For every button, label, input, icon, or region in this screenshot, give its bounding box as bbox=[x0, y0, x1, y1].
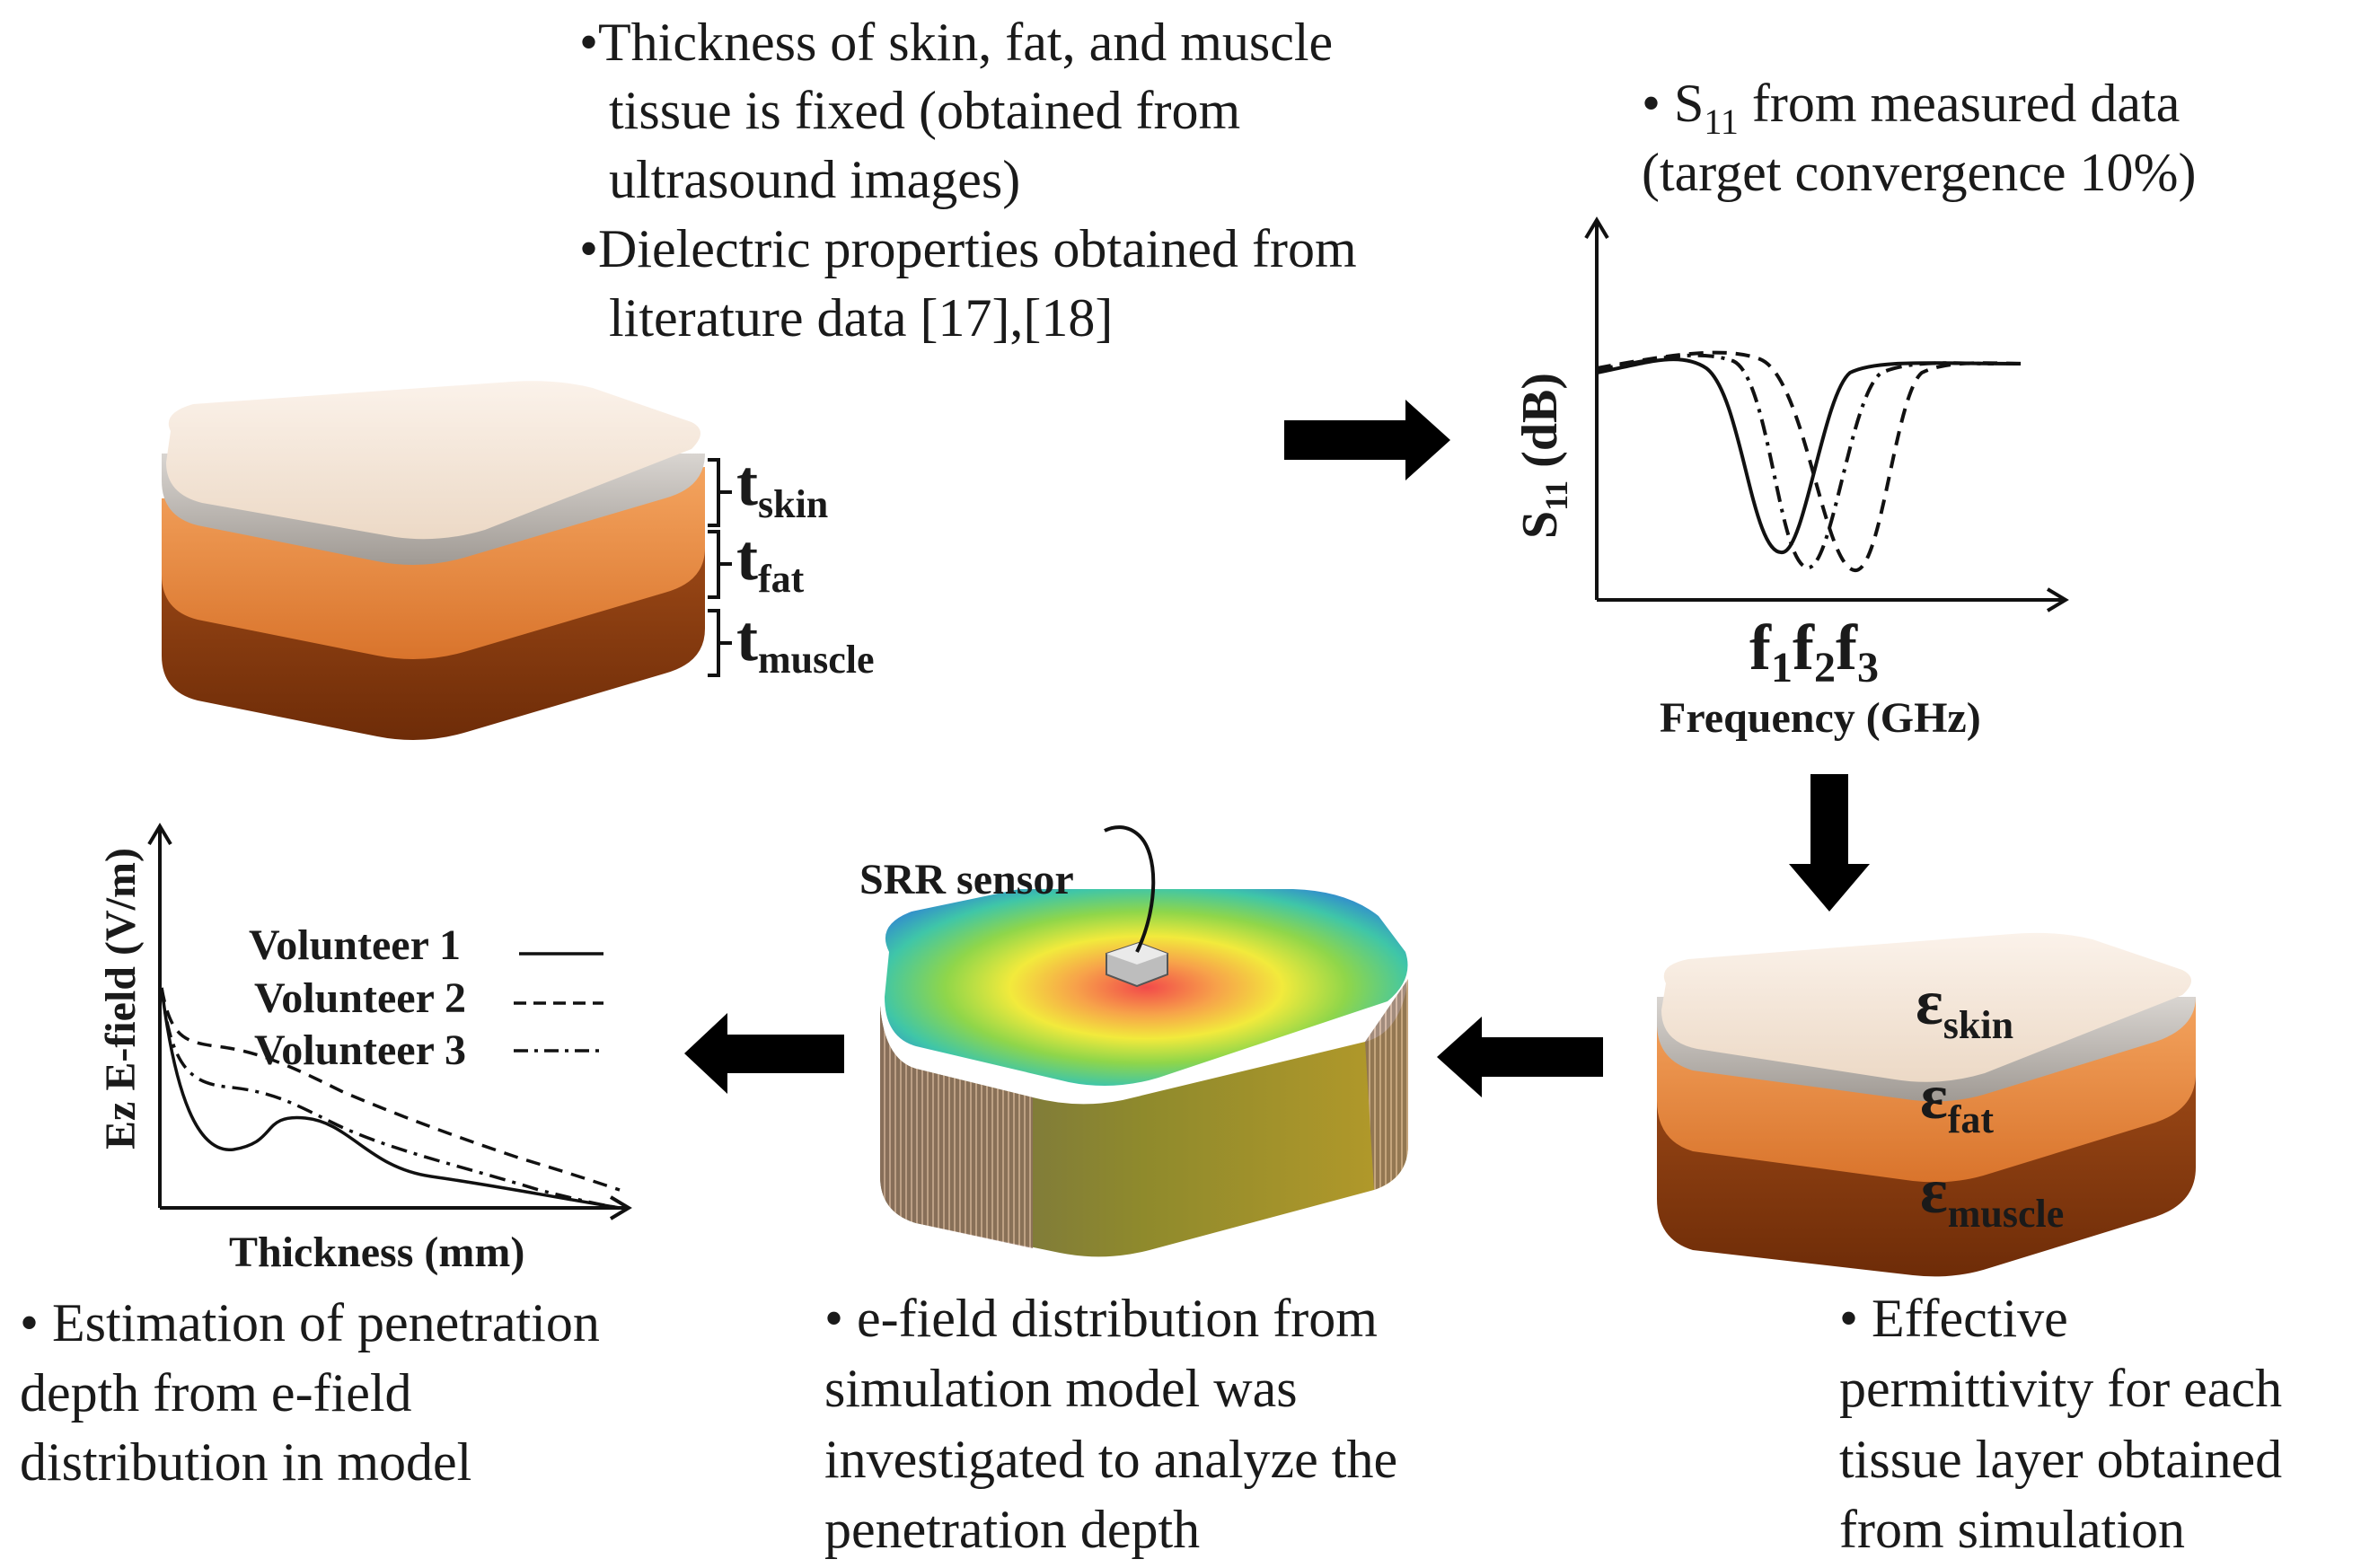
s11-curve-dashdot bbox=[1596, 353, 1995, 569]
t-fat-sub: fat bbox=[758, 557, 805, 601]
f-labels: f1f2f3 bbox=[1749, 612, 1879, 692]
caption-penetration: • Estimation of penetration depth from e… bbox=[20, 1293, 600, 1492]
legend-label-volunteer-3: Volunteer 3 bbox=[254, 1026, 466, 1074]
t-muscle-sub: muscle bbox=[758, 638, 875, 682]
t-skin-sub: skin bbox=[758, 482, 828, 526]
eps-skin-label: εskin bbox=[1916, 966, 2013, 1047]
simulation-model: SRR sensor bbox=[859, 825, 1408, 1257]
eps-fat-label: εfat bbox=[1920, 1061, 1994, 1141]
s11-y-label-unit: (dB) bbox=[1512, 373, 1568, 480]
eps-muscle-sub: muscle bbox=[1948, 1192, 2065, 1236]
s11-curve-dashed bbox=[1596, 350, 2031, 572]
caption-penetration-line3: distribution in model bbox=[20, 1432, 471, 1492]
caption-permittivity-line2: permittivity for each bbox=[1839, 1359, 2282, 1418]
s11-note-suffix: from measured data bbox=[1739, 74, 2180, 133]
caption-efield-line2: simulation model was bbox=[824, 1359, 1298, 1418]
efield-y-axis bbox=[147, 823, 172, 1208]
eps-muscle-char: ε bbox=[1920, 1155, 1948, 1227]
efield-curve-volunteer-2 bbox=[160, 987, 621, 1192]
permittivity-block: εskin εfat εmuscle bbox=[1657, 932, 2196, 1277]
e-field-plot: Ez E-field (V/m) Thickness (mm) Voluntee… bbox=[97, 823, 632, 1276]
f1-sub: 1 bbox=[1771, 644, 1793, 692]
t-fat-label: tfat bbox=[736, 522, 805, 601]
f2-char: f bbox=[1793, 612, 1815, 683]
t-muscle-char: t bbox=[736, 603, 758, 674]
sensor-cable bbox=[1104, 825, 1156, 953]
skin-bracket bbox=[708, 458, 732, 527]
bullet-thickness-line1: •Thickness of skin, fat, and muscle bbox=[579, 13, 1333, 72]
bullet-thickness-line3: ultrasound images) bbox=[609, 150, 1020, 209]
s11-plot: S11 (dB) f1f2f3 Frequency (GHz) bbox=[1512, 216, 2069, 742]
caption-penetration-line1: • Estimation of penetration bbox=[20, 1293, 600, 1352]
s11-note: • S11 from measured data (target converg… bbox=[1642, 74, 2197, 202]
efield-curve-volunteer-1 bbox=[160, 987, 621, 1210]
eps-muscle-label: εmuscle bbox=[1920, 1155, 2064, 1236]
bullet-dielectric-line2: literature data [17],[18] bbox=[609, 288, 1113, 348]
bullet-thickness-line2: tissue is fixed (obtained from bbox=[609, 81, 1240, 140]
arrow-left-middle bbox=[1437, 1017, 1603, 1097]
arrow-left-lower bbox=[684, 1013, 844, 1094]
efield-x-label: Thickness (mm) bbox=[229, 1229, 524, 1276]
srr-sensor-chip-top bbox=[1106, 943, 1167, 965]
top-bullets: •Thickness of skin, fat, and muscle tiss… bbox=[579, 13, 1357, 348]
t-skin-char: t bbox=[736, 447, 758, 519]
eps-fat-char: ε bbox=[1920, 1061, 1948, 1132]
caption-permittivity-line1: • Effective bbox=[1839, 1289, 2068, 1348]
arrow-down bbox=[1789, 774, 1870, 912]
s11-y-label-sub: 11 bbox=[1538, 480, 1574, 511]
f3-sub: 3 bbox=[1857, 644, 1879, 692]
legend-label-volunteer-2: Volunteer 2 bbox=[254, 974, 466, 1022]
t-fat-char: t bbox=[736, 522, 758, 594]
f2-sub: 2 bbox=[1814, 644, 1836, 692]
efield-y-label: Ez E-field (V/m) bbox=[97, 848, 145, 1150]
s11-note-line2: (target convergence 10%) bbox=[1642, 143, 2197, 202]
f3-char: f bbox=[1836, 612, 1858, 683]
s11-y-label-main: S bbox=[1512, 511, 1568, 539]
s11-note-prefix: • S bbox=[1642, 74, 1704, 133]
legend-label-volunteer-1: Volunteer 1 bbox=[249, 921, 461, 969]
srr-sensor-label: SRR sensor bbox=[859, 856, 1074, 903]
s11-note-sub: 11 bbox=[1704, 101, 1739, 142]
caption-efield: • e-field distribution from simulation m… bbox=[824, 1289, 1397, 1559]
fat-bracket bbox=[708, 530, 732, 599]
simulation-side-right bbox=[1365, 979, 1408, 1190]
e-field-heatmap-top bbox=[885, 889, 1408, 1086]
caption-permittivity-line4: from simulation bbox=[1839, 1500, 2185, 1559]
s11-y-axis bbox=[1584, 216, 1609, 600]
caption-permittivity-line3: tissue layer obtained bbox=[1839, 1430, 2282, 1489]
eps-skin-sub: skin bbox=[1943, 1003, 2013, 1047]
t-skin-label: tskin bbox=[736, 447, 828, 526]
caption-efield-line4: penetration depth bbox=[824, 1500, 1200, 1559]
eps-skin-char: ε bbox=[1916, 966, 1943, 1038]
efield-x-axis bbox=[160, 1195, 632, 1220]
muscle-bracket bbox=[708, 609, 732, 677]
caption-efield-line1: • e-field distribution from bbox=[824, 1289, 1378, 1348]
s11-x-label: Frequency (GHz) bbox=[1660, 694, 1981, 742]
f1-char: f bbox=[1749, 612, 1772, 683]
caption-penetration-line2: depth from e-field bbox=[20, 1363, 412, 1423]
caption-permittivity: • Effective permittivity for each tissue… bbox=[1839, 1289, 2282, 1559]
skin-layer-top bbox=[166, 381, 700, 540]
s11-note-line1: • S11 from measured data bbox=[1642, 74, 2180, 142]
s11-curve-solid bbox=[1596, 357, 2022, 554]
eps-fat-sub: fat bbox=[1948, 1097, 1995, 1141]
efield-curve-volunteer-3 bbox=[160, 987, 621, 1210]
s11-x-axis bbox=[1597, 587, 2069, 612]
bullet-dielectric-line1: •Dielectric properties obtained from bbox=[579, 219, 1357, 278]
s11-y-label: S11 (dB) bbox=[1512, 373, 1574, 539]
tissue-layer-block: tskin tfat tmuscle bbox=[162, 381, 875, 740]
perm-skin-top bbox=[1661, 932, 2191, 1082]
simulation-side-left bbox=[880, 1006, 1033, 1248]
caption-efield-line3: investigated to analyze the bbox=[824, 1430, 1397, 1489]
t-muscle-label: tmuscle bbox=[736, 603, 875, 682]
efield-legend: Volunteer 1 Volunteer 2 Volunteer 3 bbox=[249, 921, 603, 1074]
arrow-right bbox=[1284, 400, 1450, 480]
